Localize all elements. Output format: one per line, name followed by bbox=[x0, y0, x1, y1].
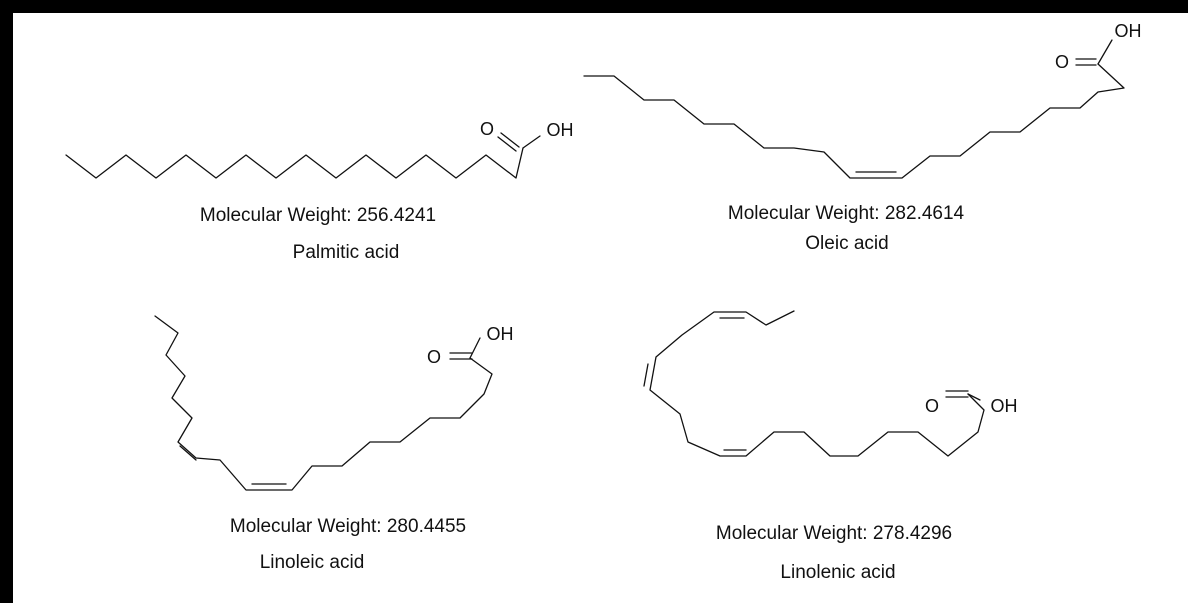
linolenic-oxygen-label: O bbox=[925, 396, 939, 416]
linoleic-name: Linoleic acid bbox=[260, 552, 365, 573]
linoleic-carbon-chain bbox=[154, 315, 493, 491]
linoleic-first-cis-double-bond bbox=[179, 445, 197, 461]
oleic-hydroxyl-label: OH bbox=[1115, 21, 1142, 41]
oleic-oxygen-label: O bbox=[1055, 52, 1069, 72]
palmitic-carbonyl-double-bond bbox=[497, 136, 517, 152]
molecule-oleic-acid: O OH Molecular Weight: 282.4614 Oleic ac… bbox=[583, 21, 1142, 254]
oleic-hydroxyl-bond bbox=[1097, 39, 1113, 65]
molecule-palmitic-acid: O OH Molecular Weight: 256.4241 Palmitic… bbox=[65, 119, 574, 263]
palmitic-carbonyl-double-bond bbox=[500, 132, 520, 148]
linolenic-hydroxyl-label: OH bbox=[991, 396, 1018, 416]
linolenic-second-cis-double-bond bbox=[643, 363, 649, 387]
frame-border-left bbox=[0, 0, 13, 603]
palmitic-oxygen-label: O bbox=[480, 119, 494, 139]
palmitic-name-label: Palmitic acid bbox=[293, 242, 400, 263]
linolenic-molecular-weight: Molecular Weight: 278.4296 bbox=[716, 523, 952, 544]
oleic-name: Oleic acid bbox=[805, 233, 888, 254]
linoleic-hydroxyl-bond bbox=[469, 337, 481, 359]
palmitic-hydroxyl-label: OH bbox=[547, 120, 574, 140]
molecule-linoleic-acid: O OH Molecular Weight: 280.4455 Linoleic… bbox=[154, 315, 514, 573]
linoleic-hydroxyl-label: OH bbox=[487, 324, 514, 344]
molecule-linolenic-acid: O OH Molecular Weight: 278.4296 Linoleni… bbox=[643, 310, 1018, 583]
palmitic-carbon-chain bbox=[65, 147, 524, 179]
linolenic-hydroxyl-bond bbox=[967, 393, 981, 401]
linolenic-carbon-chain bbox=[649, 310, 985, 457]
frame-border-top bbox=[0, 0, 1188, 13]
oleic-molecular-weight: Molecular Weight: 282.4614 bbox=[728, 203, 965, 224]
palmitic-hydroxyl-bond bbox=[522, 135, 541, 149]
linoleic-molecular-weight: Molecular Weight: 280.4455 bbox=[230, 516, 466, 537]
linoleic-oxygen-label: O bbox=[427, 347, 441, 367]
linolenic-name: Linolenic acid bbox=[780, 562, 895, 583]
palmitic-molecular-weight: Molecular Weight: 256.4241 bbox=[200, 205, 436, 226]
oleic-carbon-chain bbox=[583, 63, 1125, 179]
